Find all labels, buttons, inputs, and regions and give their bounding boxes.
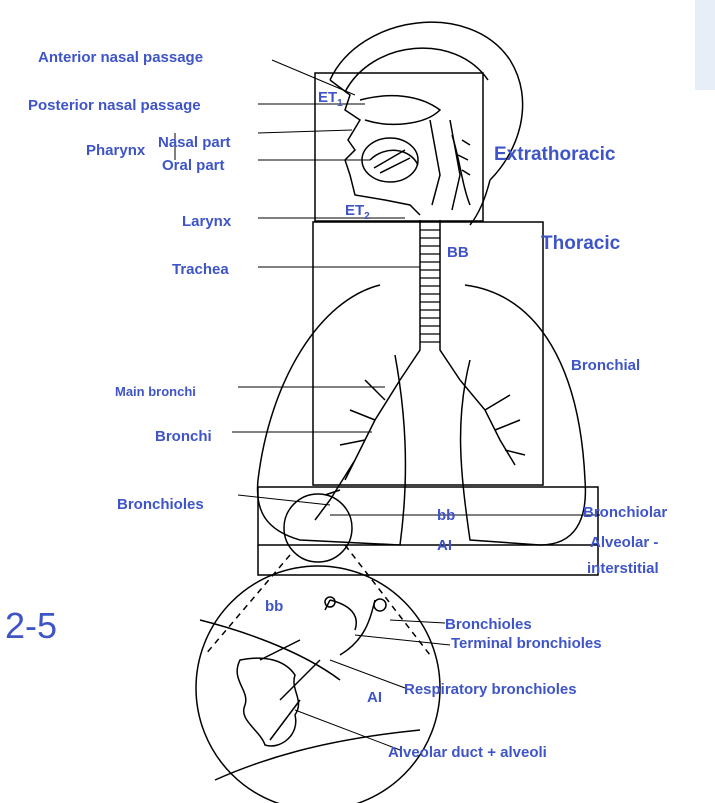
right-bronchi [460, 380, 525, 465]
inset-alveoli [237, 658, 298, 746]
inset-label-ai: AI [367, 690, 382, 705]
label-alveolar-interstitial-2: interstitial [587, 561, 659, 576]
left-bronchi [315, 380, 400, 520]
pharynx-wall [430, 120, 460, 210]
label-posterior-nasal-passage: Posterior nasal passage [28, 98, 201, 113]
trachea-rings [420, 230, 440, 342]
label-alveolar-interstitial-1: Alveolar - [590, 535, 658, 550]
label-alveolar-duct: Alveolar duct + alveoli [388, 745, 547, 760]
label-bb-upper: BB [447, 245, 469, 260]
face-profile [330, 80, 420, 215]
lower-box [258, 545, 598, 575]
label-bronchiolar: Bronchiolar [583, 505, 667, 520]
right-lung [461, 285, 586, 545]
inset-label-bb: bb [265, 599, 283, 614]
tongue [370, 150, 418, 173]
label-nasal-part: Nasal part [158, 135, 231, 150]
label-bronchi: Bronchi [155, 429, 212, 444]
spine [452, 135, 470, 205]
inset-bud-2 [374, 599, 386, 611]
label-et1: ET1 [318, 90, 343, 105]
zoom-source-circle [284, 494, 352, 562]
trachea-left [400, 220, 420, 380]
label-respiratory-bronchioles: Respiratory bronchioles [404, 682, 577, 697]
label-inset-bronchioles: Bronchioles [445, 617, 532, 632]
label-bronchioles: Bronchioles [117, 497, 204, 512]
inset-line-bb [200, 620, 340, 680]
left-lung [257, 285, 405, 545]
label-anterior-nasal-passage: Anterior nasal passage [38, 50, 203, 65]
neck-back [470, 180, 490, 225]
label-bronchial: Bronchial [571, 358, 640, 373]
label-trachea: Trachea [172, 262, 229, 277]
label-pharynx: Pharynx [86, 143, 145, 158]
label-main-bronchi: Main bronchi [115, 385, 196, 398]
label-extrathoracic: Extrathoracic [494, 145, 615, 164]
label-thoracic: Thoracic [541, 234, 620, 253]
label-oral-part: Oral part [162, 158, 225, 173]
slide-number: 2-5 [5, 608, 57, 644]
label-ai-lower: AI [437, 538, 452, 553]
skull-inner [345, 48, 488, 92]
nasal-cavity [360, 96, 440, 125]
label-larynx: Larynx [182, 214, 231, 229]
label-bb-lower: bb [437, 508, 455, 523]
label-terminal-bronchioles: Terminal bronchioles [451, 636, 602, 651]
inset-bud-1 [325, 597, 335, 607]
label-et2: ET2 [345, 203, 370, 218]
